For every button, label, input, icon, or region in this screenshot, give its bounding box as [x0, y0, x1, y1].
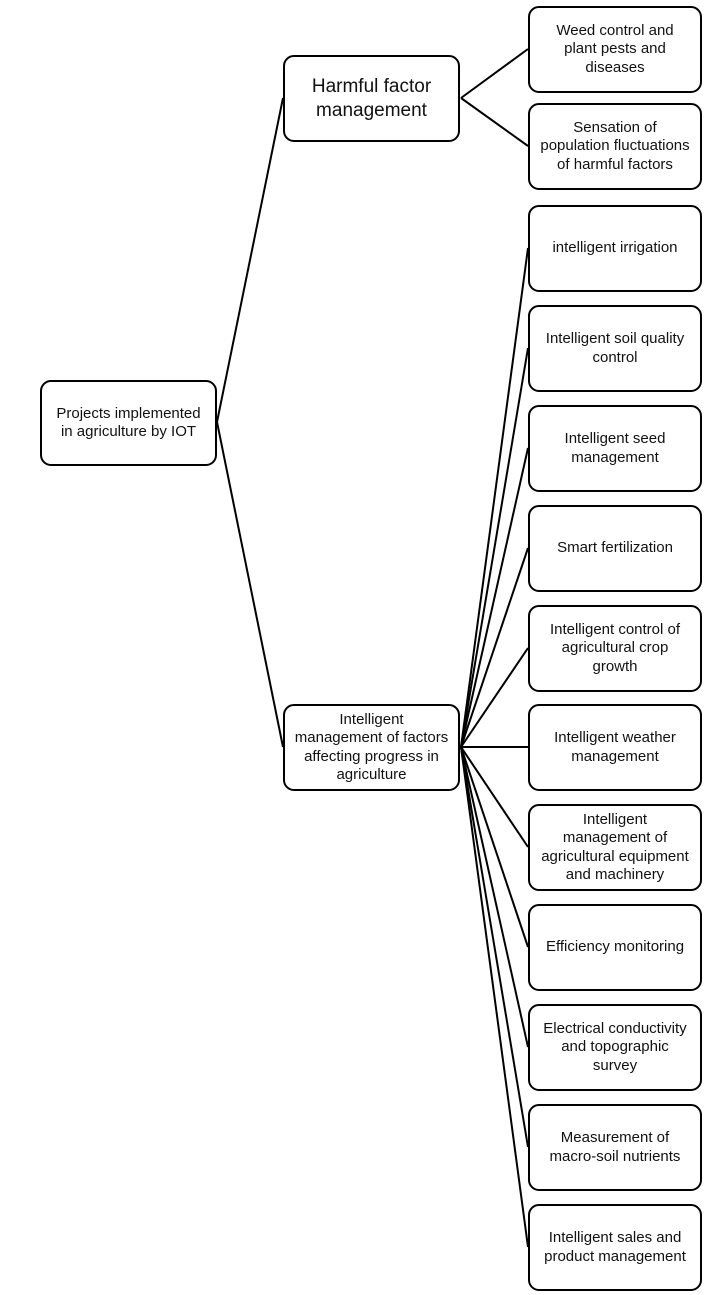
node-branch-harmful-factor-management[interactable]: Harmful factor management: [283, 55, 460, 142]
node-leaf-11[interactable]: Measurement of macro-soil nutrients: [528, 1104, 702, 1191]
node-leaf-8[interactable]: Intelligent management of agricultural e…: [528, 804, 702, 891]
node-label: Measurement of macro-soil nutrients: [549, 1129, 681, 1165]
node-leaf-3[interactable]: Intelligent soil quality control: [528, 305, 702, 392]
node-label: Smart fertilization: [557, 539, 673, 557]
node-label: Intelligent seed management: [564, 430, 666, 466]
connector-line: [216, 97, 284, 423]
node-leaf-0[interactable]: Weed control and plant pests and disease…: [528, 6, 702, 93]
connector-line: [460, 647, 529, 748]
connector-line: [460, 746, 529, 1048]
node-leaf-1[interactable]: Sensation of population fluctuations of …: [528, 103, 702, 190]
node-label: Harmful factor management: [311, 76, 432, 121]
node-branch-intelligent-management-of-factors[interactable]: Intelligent management of factors affect…: [283, 704, 460, 791]
node-label: Projects implemented in agriculture by I…: [56, 404, 201, 440]
node-leaf-9[interactable]: Efficiency monitoring: [528, 904, 702, 991]
connector-line: [460, 746, 529, 1148]
connector-line: [460, 547, 529, 748]
node-label: Sensation of population fluctuations of …: [540, 119, 690, 173]
connector-line: [460, 746, 529, 1248]
connector-line: [460, 247, 529, 748]
node-label: Intelligent soil quality control: [545, 330, 685, 366]
node-label: intelligent irrigation: [552, 239, 678, 257]
node-leaf-4[interactable]: Intelligent seed management: [528, 405, 702, 492]
node-leaf-5[interactable]: Smart fertilization: [528, 505, 702, 592]
node-label: Intelligent weather management: [554, 729, 676, 765]
node-leaf-10[interactable]: Electrical conductivity and topographic …: [528, 1004, 702, 1091]
node-label: Intelligent management of agricultural e…: [541, 810, 689, 883]
node-label: Intelligent management of factors affect…: [294, 710, 449, 783]
connector-line: [460, 97, 529, 147]
node-label: Intelligent control of agricultural crop…: [549, 621, 681, 675]
connector-line: [216, 421, 284, 748]
connector-line: [460, 48, 529, 99]
node-leaf-2[interactable]: intelligent irrigation: [528, 205, 702, 292]
connector-line: [460, 746, 529, 848]
node-label: Weed control and plant pests and disease…: [556, 22, 674, 76]
node-root[interactable]: Projects implemented in agriculture by I…: [40, 380, 217, 466]
node-leaf-12[interactable]: Intelligent sales and product management: [528, 1204, 702, 1291]
node-leaf-7[interactable]: Intelligent weather management: [528, 704, 702, 791]
connector-line: [460, 746, 529, 948]
node-leaf-6[interactable]: Intelligent control of agricultural crop…: [528, 605, 702, 692]
node-label: Electrical conductivity and topographic …: [543, 1020, 687, 1074]
connector-line: [460, 347, 529, 748]
node-label: Efficiency monitoring: [545, 938, 685, 956]
connector-line: [460, 447, 529, 748]
node-label: Intelligent sales and product management: [544, 1229, 686, 1265]
